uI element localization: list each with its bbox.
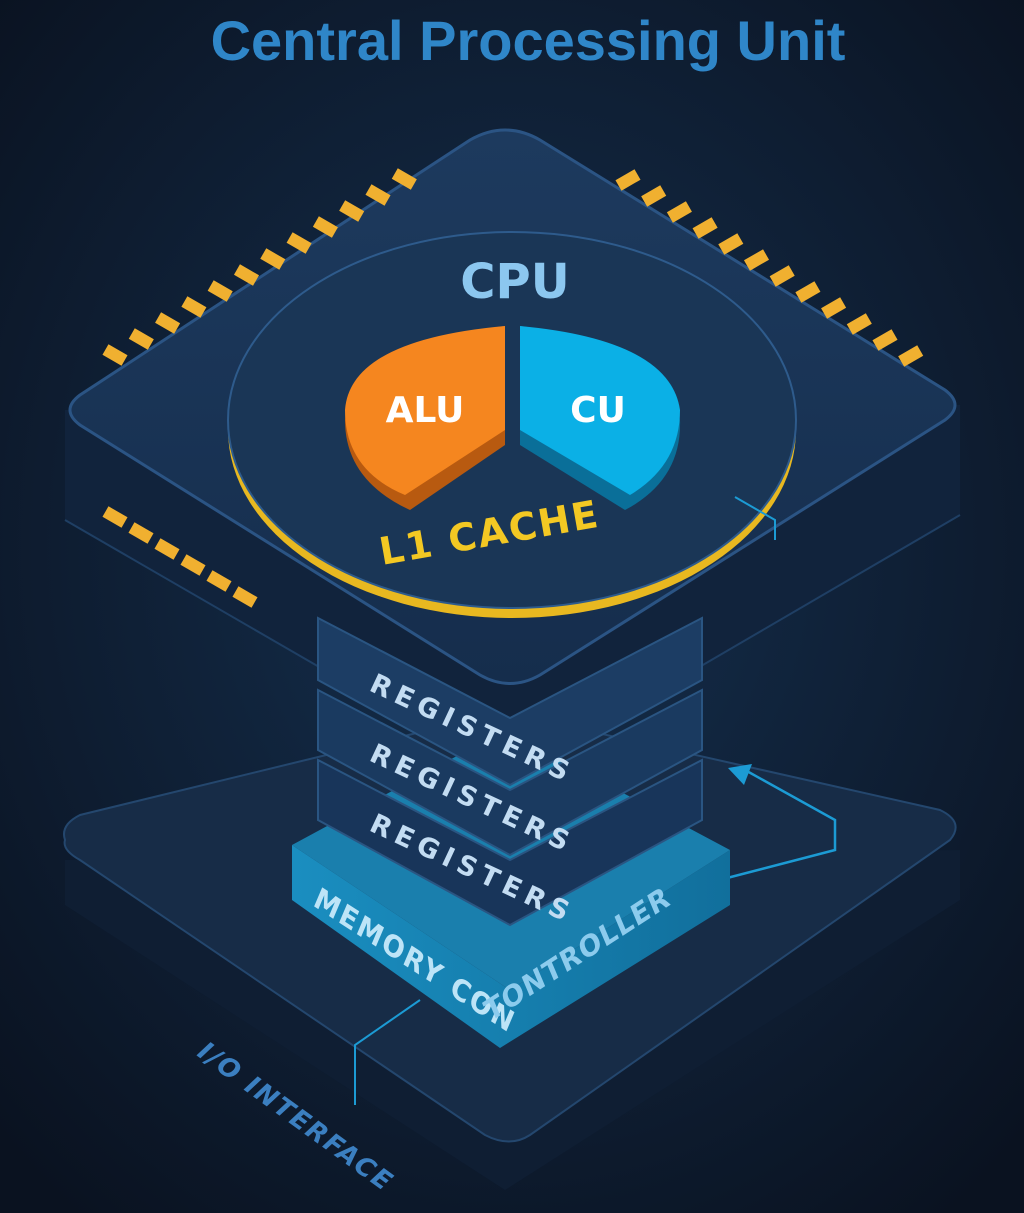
chip-pin bbox=[286, 232, 312, 254]
cu-label: CU bbox=[570, 390, 626, 431]
chip-pin bbox=[154, 538, 180, 560]
chip-pin bbox=[391, 168, 417, 190]
chip-pin bbox=[260, 248, 286, 270]
feedback-arrow bbox=[699, 768, 837, 887]
chip-pin bbox=[641, 185, 667, 207]
arrow-head-icon bbox=[728, 764, 752, 785]
chip-pin bbox=[769, 265, 795, 287]
chip-pin bbox=[180, 554, 206, 576]
chip-pin bbox=[233, 264, 260, 286]
chip-pin bbox=[846, 313, 872, 335]
chip-pin bbox=[102, 506, 128, 528]
title: Central Processing Unit bbox=[211, 9, 846, 72]
chip-pins bbox=[102, 168, 924, 608]
circuit-trace bbox=[734, 496, 776, 540]
chip-pin bbox=[206, 570, 232, 592]
register-layer-3 bbox=[317, 758, 703, 927]
chip-pin bbox=[181, 296, 207, 318]
chip-pin bbox=[872, 329, 898, 351]
chip-pin bbox=[666, 201, 692, 223]
chip-pin bbox=[312, 216, 338, 238]
cpu-core: CPU ALU CU L1 CACHE bbox=[227, 231, 797, 618]
chip-pin bbox=[743, 249, 770, 271]
chip-pin bbox=[615, 169, 641, 191]
chip-pin bbox=[102, 344, 128, 366]
alu-label: ALU bbox=[386, 390, 465, 431]
chip-pin bbox=[155, 312, 181, 334]
chip-pin bbox=[718, 233, 744, 255]
register-layer-1 bbox=[317, 616, 703, 787]
chip-pin bbox=[898, 345, 924, 367]
chip-pin bbox=[128, 328, 154, 350]
chip-pin bbox=[207, 280, 233, 302]
chip-pin bbox=[365, 184, 391, 206]
register-layer-2 bbox=[317, 688, 703, 857]
io-connection-line bbox=[354, 999, 421, 1105]
cpu-label: CPU bbox=[460, 254, 569, 310]
chip-pin bbox=[128, 522, 154, 544]
chip-pin bbox=[339, 200, 365, 222]
chip-pin bbox=[821, 297, 847, 319]
chip-pin bbox=[795, 281, 821, 303]
chip-pin bbox=[232, 586, 258, 608]
chip-pin bbox=[692, 217, 718, 239]
